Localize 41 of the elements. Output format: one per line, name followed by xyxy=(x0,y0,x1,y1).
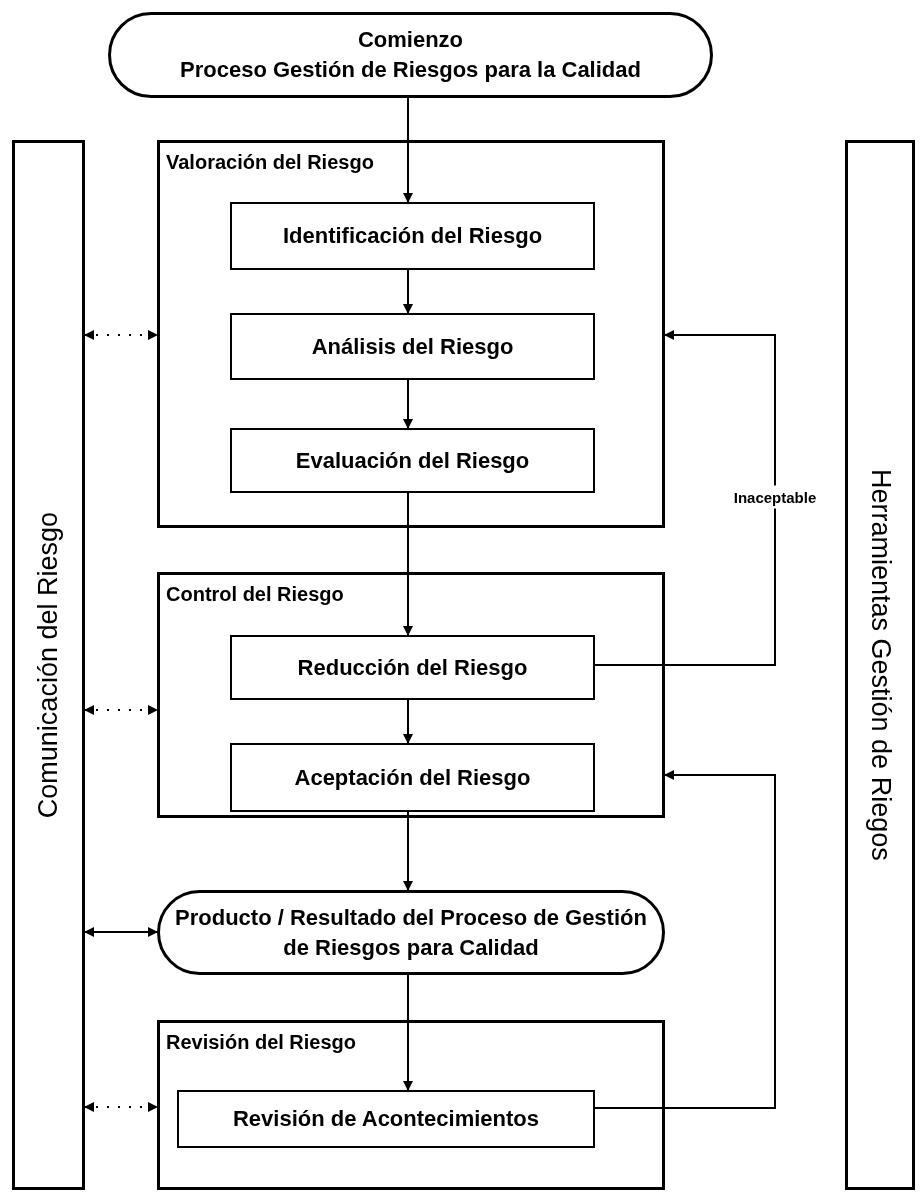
arrow xyxy=(403,492,413,636)
arrow xyxy=(84,705,158,715)
box-label: Proceso Gestión de Riesgos para la Calidad xyxy=(180,56,641,84)
box-label: Aceptación del Riesgo xyxy=(294,763,531,792)
process-box xyxy=(230,428,595,493)
terminal-box xyxy=(157,890,665,975)
group-box xyxy=(157,140,665,528)
group-heading: Control del Riesgo xyxy=(166,583,344,606)
edge-label: Inaceptable xyxy=(731,485,819,509)
group-box xyxy=(157,572,665,818)
box-label: Revisión de Acontecimientos xyxy=(232,1105,539,1134)
box-label: Análisis del Riesgo xyxy=(311,332,514,361)
group-heading: Revisión del Riesgo xyxy=(166,1031,357,1054)
process-box xyxy=(230,313,595,380)
box-label: Reducción del Riesgo xyxy=(297,653,528,682)
arrow xyxy=(403,974,413,1091)
process-box xyxy=(177,1090,595,1148)
process-box xyxy=(230,635,595,700)
arrow xyxy=(594,770,776,1109)
band-label: Herramientas Gestión de Riegos xyxy=(864,469,896,861)
box-label: Identificación del Riesgo xyxy=(282,222,543,251)
band-label: Comunicación del Riesgo xyxy=(33,511,64,819)
group-heading: Valoración del Riesgo xyxy=(166,151,374,174)
arrow xyxy=(403,811,413,891)
arrow xyxy=(403,97,413,203)
process-box xyxy=(230,743,595,812)
arrow xyxy=(594,330,776,666)
arrow xyxy=(84,927,158,937)
side-band xyxy=(845,140,915,1190)
process-box xyxy=(230,202,595,270)
arrow xyxy=(84,330,158,340)
arrow xyxy=(403,269,413,314)
arrow xyxy=(403,379,413,429)
group-box xyxy=(157,1020,665,1190)
box-label: Producto / Resultado del Proceso de Gestión de Riesgos para Calidad xyxy=(174,903,648,962)
box-label: Evaluación del Riesgo xyxy=(295,446,530,475)
arrow xyxy=(84,1102,158,1112)
box-label: Comienzo xyxy=(357,26,464,55)
terminal-box xyxy=(108,12,713,98)
arrow xyxy=(403,699,413,744)
side-band xyxy=(12,140,85,1190)
